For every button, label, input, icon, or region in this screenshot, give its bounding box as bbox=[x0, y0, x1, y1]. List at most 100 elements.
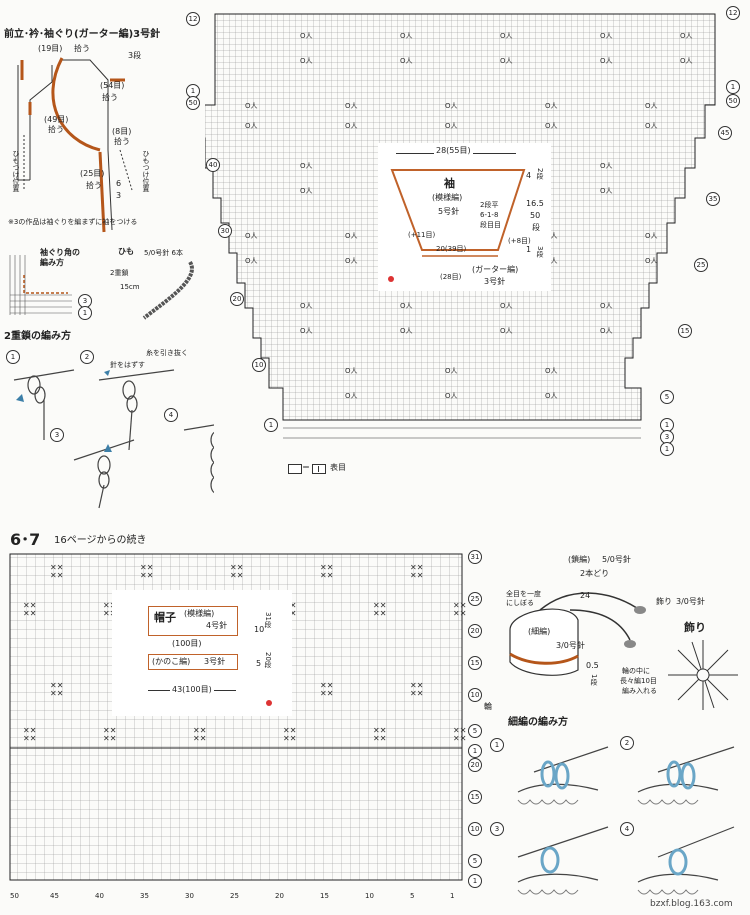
sleeve-rows-a-unit: 2段 bbox=[536, 168, 544, 180]
label-3b: 3 bbox=[116, 191, 122, 200]
body-left-marker-0: 12 bbox=[186, 12, 200, 26]
sleeve-rows-b-unit: 3段 bbox=[536, 246, 544, 258]
hat-width: 43(100目) bbox=[170, 685, 214, 694]
cross-stitch-symbol: ✕✕ bbox=[50, 571, 63, 580]
x-axis-0: 50 bbox=[10, 892, 19, 900]
hat-flower-icon bbox=[266, 700, 272, 706]
x-axis-6: 20 bbox=[275, 892, 284, 900]
sleeve-rows-a: 4 bbox=[526, 171, 532, 180]
flower-icon bbox=[388, 276, 394, 282]
hat-dim2: 1段 bbox=[590, 674, 598, 686]
legend-knit-label: 表目 bbox=[330, 463, 346, 472]
legend-equals: ＝ bbox=[302, 463, 310, 472]
hat-gather: 全目を一度にしぼる bbox=[506, 590, 541, 608]
deco-note-1: 輪の中に bbox=[622, 667, 650, 675]
stitch-symbol: O人 bbox=[600, 327, 613, 335]
hat-right-marker-7: 20 bbox=[468, 758, 482, 772]
hat-right-marker-11: 1 bbox=[468, 874, 482, 888]
stitch-symbol: O人 bbox=[400, 327, 413, 335]
cross-stitch-symbol: ✕✕ bbox=[410, 563, 423, 572]
label-6: 6 bbox=[116, 179, 122, 188]
stitch-symbol: O人 bbox=[645, 122, 658, 130]
x-axis-7: 15 bbox=[320, 892, 329, 900]
cross-stitch-symbol: ✕✕ bbox=[103, 726, 116, 735]
deco-note-3: 編み入れる bbox=[622, 687, 657, 695]
cross-stitch-symbol: ✕✕ bbox=[103, 601, 116, 610]
tie-chain: 2重鎖 bbox=[110, 269, 129, 277]
hat-chain-label: (鎖編) bbox=[568, 555, 591, 564]
hat-kanoko-box bbox=[148, 654, 238, 670]
front-band-diagram bbox=[17, 57, 133, 233]
sleeve-rows-b: 1 bbox=[526, 245, 532, 254]
section-number: 6･7 bbox=[10, 530, 41, 549]
cross-stitch-symbol: ✕✕ bbox=[373, 726, 386, 735]
cross-stitch-symbol: ✕✕ bbox=[23, 734, 36, 743]
hat-chain-needle: 5/0号針 bbox=[602, 555, 631, 564]
body-right-marker-10: 1 bbox=[660, 442, 674, 456]
stitch-symbol: O人 bbox=[500, 327, 513, 335]
hat-dim: 0.5 bbox=[586, 661, 599, 670]
cross-stitch-symbol: ✕✕ bbox=[320, 571, 333, 580]
hat-illustration bbox=[509, 592, 646, 676]
stitch-symbol: O人 bbox=[445, 392, 458, 400]
sleeve-shape bbox=[390, 169, 526, 257]
stitch-symbol: O人 bbox=[345, 392, 358, 400]
cross-stitch-symbol: ✕✕ bbox=[23, 601, 36, 610]
x-axis-5: 25 bbox=[230, 892, 239, 900]
hat-pattern: (模様編) bbox=[184, 609, 215, 618]
body-left-marker-4: 30 bbox=[218, 224, 232, 238]
cross-stitch-symbol: ✕✕ bbox=[140, 571, 153, 580]
hat-right-marker-6: 1 bbox=[468, 744, 482, 758]
stitch-symbol: O人 bbox=[600, 302, 613, 310]
cross-stitch-symbol: ✕✕ bbox=[23, 609, 36, 618]
body-right-marker-3: 45 bbox=[718, 126, 732, 140]
body-left-marker-2: 50 bbox=[186, 96, 200, 110]
hoso-howto-title: 細編の編み方 bbox=[508, 717, 568, 728]
stitch-symbol: O人 bbox=[445, 367, 458, 375]
marker-1: 1 bbox=[78, 306, 92, 320]
stitch-symbol: O人 bbox=[300, 187, 313, 195]
hat-hoso-needle: 3/0号針 bbox=[556, 641, 585, 650]
hat-right-marker-3: 15 bbox=[468, 656, 482, 670]
deco-note-2: 長々編10目 bbox=[620, 677, 657, 685]
stitch-symbol: O人 bbox=[400, 302, 413, 310]
hoso-step-3: 3 bbox=[490, 822, 504, 836]
cross-stitch-symbol: ✕✕ bbox=[453, 726, 466, 735]
hat-rows-unit: 31段 bbox=[264, 612, 272, 628]
x-axis-10: 1 bbox=[450, 892, 455, 900]
cross-stitch-symbol: ✕✕ bbox=[50, 681, 63, 690]
hoso-step-2: 2 bbox=[620, 736, 634, 750]
sleeve-length: 16.5 bbox=[526, 199, 544, 208]
body-left-marker-3: 40 bbox=[206, 158, 220, 172]
deco-diagram bbox=[668, 640, 738, 710]
sleeve-base: 20(39目) bbox=[436, 245, 467, 253]
stitch-symbol: O人 bbox=[245, 232, 258, 240]
body-right-marker-5: 25 bbox=[694, 258, 708, 272]
cross-stitch-symbol: ✕✕ bbox=[373, 609, 386, 618]
body-right-marker-6: 15 bbox=[678, 324, 692, 338]
x-axis-4: 30 bbox=[185, 892, 194, 900]
step-1: 1 bbox=[6, 350, 20, 364]
hat-deco: 飾り bbox=[656, 597, 672, 606]
tie-position-left: ひもつけ位置 bbox=[12, 150, 20, 192]
x-axis-1: 45 bbox=[50, 892, 59, 900]
cross-stitch-symbol: ✕✕ bbox=[230, 563, 243, 572]
stitch-symbol: O人 bbox=[545, 257, 558, 265]
stitch-symbol: O人 bbox=[245, 122, 258, 130]
sleeve-pattern: (模様編) bbox=[432, 193, 463, 202]
label-8b: 拾う bbox=[114, 137, 130, 146]
body-right-marker-7: 5 bbox=[660, 390, 674, 404]
hat-right-marker-10: 5 bbox=[468, 854, 482, 868]
stitch-symbol: O人 bbox=[545, 122, 558, 130]
stitch-symbol: O人 bbox=[600, 162, 613, 170]
stitch-symbol: O人 bbox=[600, 187, 613, 195]
hat-right-marker-5: 5 bbox=[468, 724, 482, 738]
sleeve-needle: 5号針 bbox=[438, 207, 460, 216]
body-right-marker-1: 1 bbox=[726, 80, 740, 94]
hat-panel bbox=[112, 590, 292, 716]
hat-pattern-box bbox=[148, 606, 238, 636]
cross-stitch-symbol: ✕✕ bbox=[50, 563, 63, 572]
step2-remove-needle: 針をはずす bbox=[110, 361, 145, 369]
stitch-symbol: O人 bbox=[300, 162, 313, 170]
hat-deco-needle: 3/0号針 bbox=[676, 597, 705, 606]
